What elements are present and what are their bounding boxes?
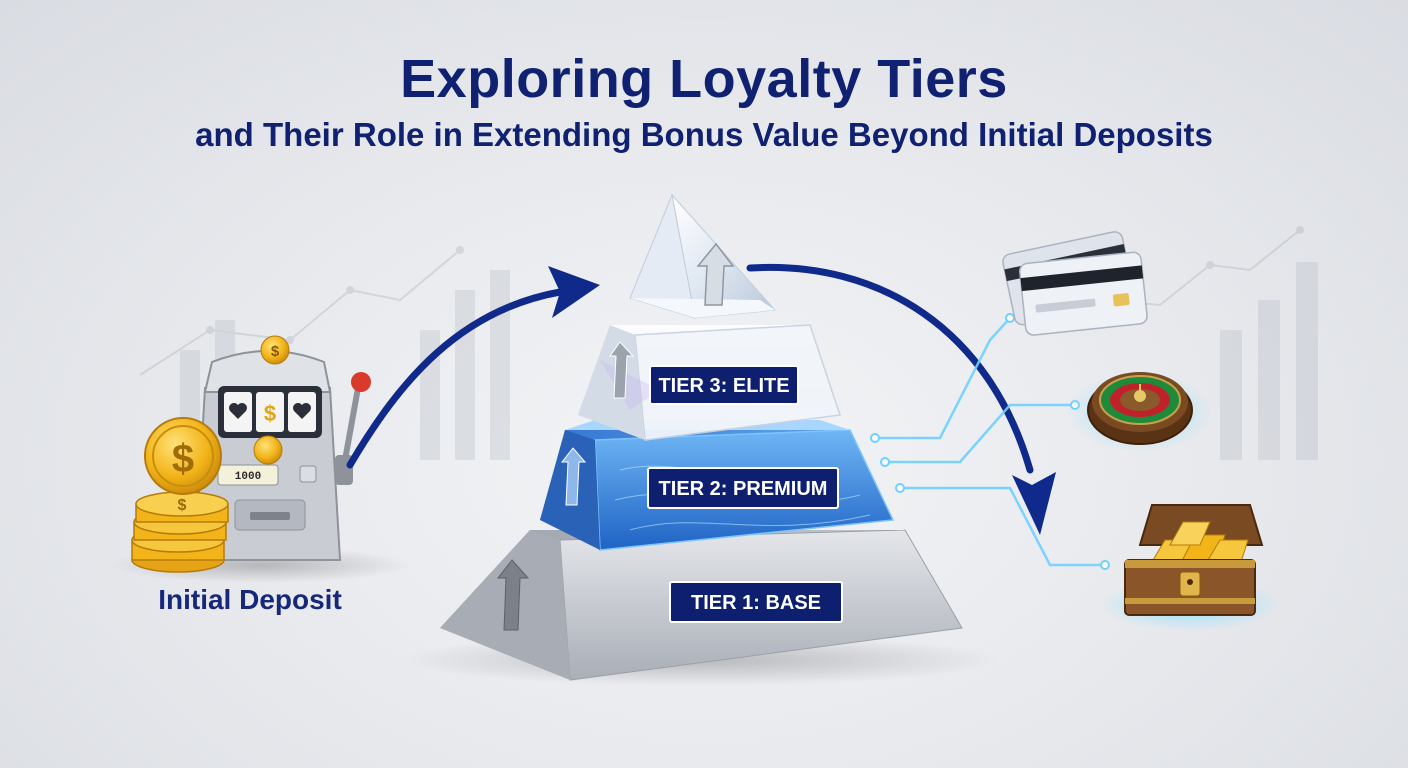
pyramid-top-crystal <box>629 193 777 319</box>
tier-1-label: TIER 1: BASE <box>669 581 843 623</box>
svg-text:TIER 3: ELITE: TIER 3: ELITE <box>658 375 789 397</box>
svg-text:$: $ <box>172 437 194 481</box>
page-title: Exploring Loyalty Tiers <box>400 49 1008 109</box>
svg-text:TIER 2: PREMIUM: TIER 2: PREMIUM <box>659 478 828 500</box>
treasure-chest-icon <box>1100 504 1280 631</box>
svg-text:$: $ <box>264 401 276 426</box>
tier-2-label: TIER 2: PREMIUM <box>647 467 839 509</box>
slot-display-value: 1000 <box>235 471 261 483</box>
arrow-to-pyramid-head <box>548 266 600 318</box>
initial-deposit-caption: Initial Deposit <box>158 584 342 615</box>
heart-icon <box>229 402 247 419</box>
arrow-to-rewards <box>746 263 1034 474</box>
svg-text:TIER 1: BASE: TIER 1: BASE <box>691 592 821 614</box>
tier-pyramid: TIER 3: ELITE TIER 2: PREMIUM TIER 1: BA… <box>440 193 963 681</box>
coin-stack-icon: $ <box>131 491 229 573</box>
roulette-wheel-icon <box>1068 372 1212 452</box>
slot-machine-icon: $ 1000 $ <box>193 335 371 561</box>
arrow-to-rewards-head <box>1012 472 1056 535</box>
dollar-coin-icon: $ <box>144 417 222 495</box>
svg-text:$: $ <box>178 497 187 514</box>
reward-connectors <box>875 317 1105 567</box>
page-subtitle: and Their Role in Extending Bonus Value … <box>195 116 1213 153</box>
tier-3-label: TIER 3: ELITE <box>649 365 799 405</box>
credit-card-icon <box>1002 231 1148 336</box>
arrow-to-pyramid <box>346 288 564 469</box>
svg-text:$: $ <box>271 343 280 360</box>
